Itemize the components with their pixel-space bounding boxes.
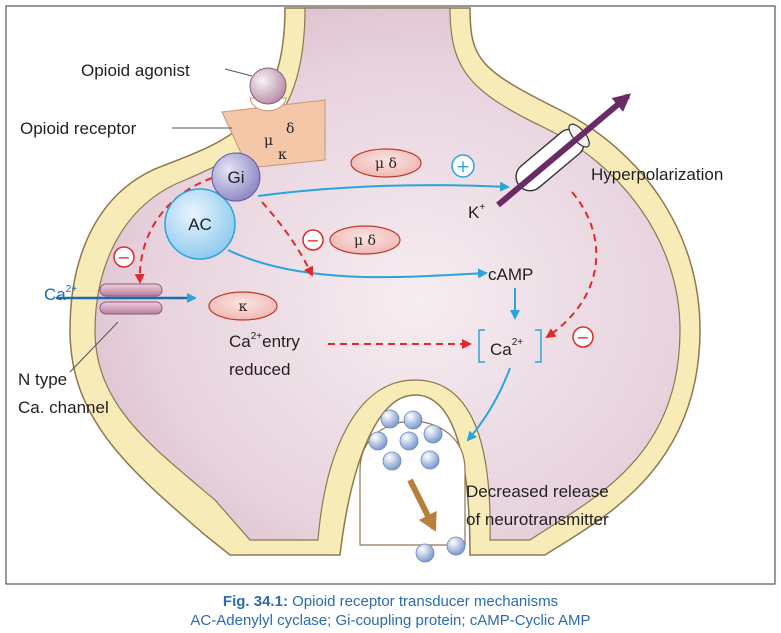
- arrow-ac-to-camp: [227, 249, 488, 279]
- svg-text:−: −: [306, 231, 319, 250]
- svg-text:+: +: [456, 157, 470, 177]
- ac-label: AC: [188, 215, 212, 234]
- decreased-line2: of neurotransmitter: [466, 510, 609, 529]
- camp-label: cAMP: [488, 265, 533, 284]
- mu-delta-top: μ δ: [375, 156, 397, 172]
- inhibit-gi-to-channel: [134, 177, 213, 284]
- minus-circle-icon: −: [302, 229, 324, 251]
- opioid-receptor-label: Opioid receptor: [20, 119, 137, 138]
- ca-entry-label: Ca2+entry: [229, 331, 300, 351]
- ac-circle: [164, 188, 236, 260]
- minus-circle-icon: −: [113, 246, 135, 268]
- opioid-agonist-ball: [249, 67, 287, 105]
- terminal-cytoplasm: [94, 7, 681, 541]
- hyperpolarization-label: Hyperpolarization: [591, 165, 723, 184]
- mu-delta-middle: μ δ: [354, 233, 376, 249]
- n-type-line2: Ca. channel: [18, 398, 109, 417]
- caption-title-rest: Opioid receptor transducer mechanisms: [292, 593, 559, 610]
- receptor-delta: δ: [286, 121, 294, 137]
- caption-line2: AC-Adenylyl cyclase; Gi-coupling protein…: [190, 612, 591, 629]
- release-arrow: [407, 478, 437, 532]
- opioid-mechanism-diagram: μ δ κ Opioid agonist Opioid receptor AC …: [5, 5, 776, 585]
- n-type-line1: N type: [18, 370, 67, 389]
- kappa-box: κ: [239, 299, 248, 315]
- svg-text:−: −: [117, 248, 130, 267]
- intracellular-calcium: Ca2+: [478, 329, 542, 363]
- arrow-ca-to-release: [466, 367, 511, 442]
- ca-entry-line2: reduced: [229, 360, 290, 379]
- ca-intracellular-label: Ca2+: [490, 337, 523, 359]
- svg-text:−: −: [576, 328, 589, 347]
- hyperpolarization-to-ca: [545, 191, 598, 339]
- decreased-line1: Decreased release: [466, 482, 609, 501]
- n-type-ca-channel: [99, 283, 163, 315]
- arrow-gi-to-k: [257, 181, 510, 197]
- receptor-kappa: κ: [278, 147, 287, 163]
- gi-label: Gi: [228, 168, 245, 187]
- calcium-ion-label: Ca2+: [44, 284, 77, 304]
- potassium-label: K+: [468, 202, 485, 222]
- minus-circle-icon: −: [572, 326, 594, 348]
- neurotransmitter-vesicles: [368, 409, 466, 563]
- opioid-agonist-label: Opioid agonist: [81, 61, 190, 80]
- opioid-receptor-shape: [221, 99, 326, 169]
- mu-delta-oval-top: [350, 148, 422, 178]
- figure-caption: Fig. 34.1: Opioid receptor transducer me…: [0, 592, 781, 630]
- gi-circle: [211, 152, 261, 202]
- plus-circle-icon: +: [451, 154, 475, 178]
- mu-delta-oval-middle: [329, 225, 401, 255]
- potassium-efflux-arrow: [496, 93, 632, 208]
- kappa-oval: [208, 291, 278, 321]
- caption-line1: Fig. 34.1: Opioid receptor transducer me…: [0, 592, 781, 611]
- caption-title: Fig. 34.1:: [222, 593, 288, 610]
- receptor-mu: μ: [264, 133, 273, 149]
